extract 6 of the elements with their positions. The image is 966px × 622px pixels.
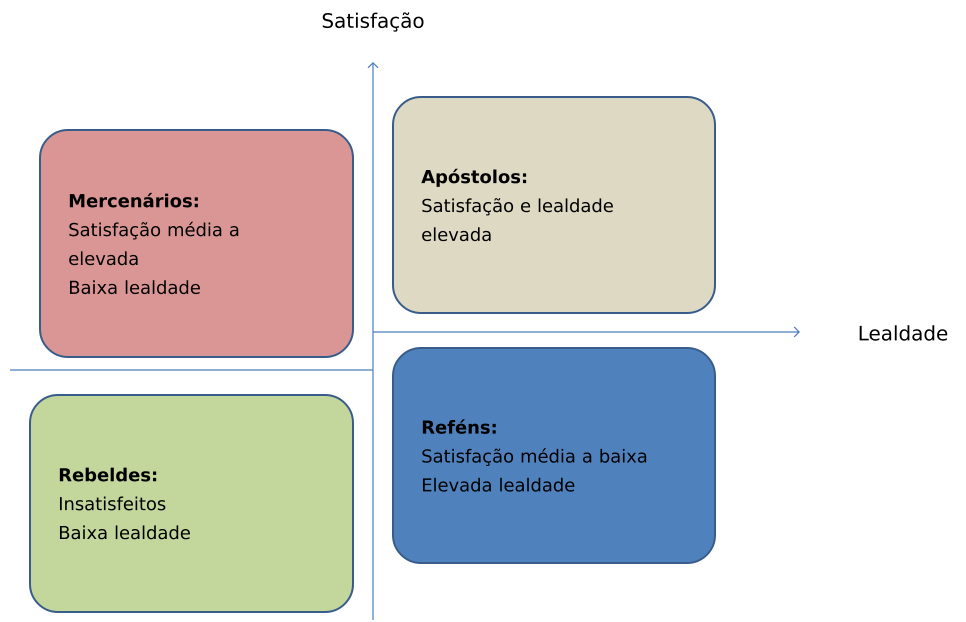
quadrant-box: Reféns: Satisfação média a baixa Elevada lealdade — [392, 346, 716, 564]
quadrant-box: Mercenários: Satisfação média a elevada Baixa lealdade — [39, 128, 354, 358]
axis-label: Lealdade — [860, 325, 948, 341]
axis-label: Satisfação — [322, 12, 424, 32]
quadrant-box: Rebeldes: Insatisfeitos Baixa lealdade — [29, 394, 354, 613]
quadrant-box: Apóstolos: Satisfação e lealdade elevada — [392, 96, 716, 314]
